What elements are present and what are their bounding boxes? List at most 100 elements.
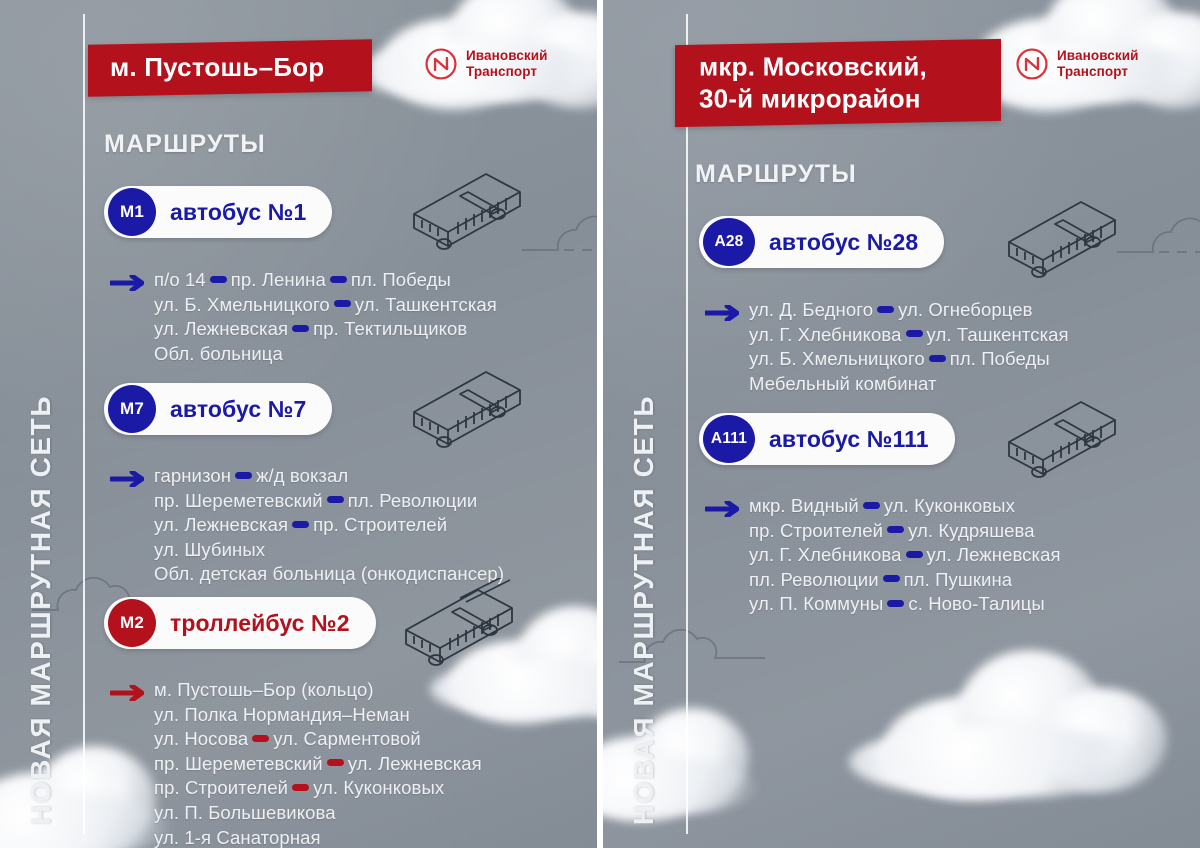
stop-name: пр. Шереметевский — [154, 489, 323, 511]
route-stops-m1: п/о 14 пр. Ленина пл. Победы ул. Б. Хмельни… — [108, 268, 497, 366]
route-pill-m7[interactable]: М7 автобус №7 — [104, 383, 333, 435]
route-pill-a28[interactable]: А28 автобус №28 — [699, 216, 945, 268]
stop-name: ул. Ташкентская — [926, 323, 1069, 345]
panel-title: м. Пустошь–Бор — [110, 52, 325, 83]
stop-name: пр. Строителей — [313, 514, 448, 536]
stop-name: ул. 1-я Санаторная — [154, 826, 321, 848]
stop-name: ул. Куконковых — [313, 777, 445, 799]
stop-name: ж/д вокзал — [256, 465, 349, 486]
brand-logo-text: Ивановский Транспорт — [1057, 48, 1139, 79]
panel-title-banner: мкр. Московский, 30-й микрорайон — [675, 38, 1001, 128]
stop-line: ул. Д. Бедного ул. Огнеборцев — [749, 298, 1069, 323]
route-stops-text-a28: ул. Д. Бедного ул. Огнеборцев ул. Г. Хлебн… — [749, 298, 1069, 396]
brand-logo-text: Ивановский Транспорт — [466, 48, 548, 79]
route-pill-m2[interactable]: М2 троллейбус №2 — [104, 597, 376, 649]
stop-name: м. Пустошь–Бор (кольцо) — [154, 679, 374, 700]
stop-separator-dash — [326, 496, 344, 504]
arrow-right-icon — [108, 683, 145, 706]
stop-name: ул. Б. Хмельницкого — [154, 293, 330, 315]
route-name-m2: троллейбус №2 — [170, 609, 350, 636]
route-badge-m1: М1 — [108, 188, 156, 236]
stop-name: пр. Шереметевский — [154, 752, 323, 774]
stop-separator-dash — [326, 759, 344, 767]
route-block-m1: М1 автобус №1 — [104, 186, 333, 238]
stop-separator-dash — [235, 471, 253, 479]
stop-line: ул. Г. Хлебникова ул. Лежневская — [749, 543, 1061, 568]
stop-line: ул. П. Большевикова — [154, 801, 482, 826]
stop-name: ул. Полка Нормандия–Неман — [154, 703, 410, 725]
stop-line: ул. Б. Хмельницкого пл. Победы — [749, 347, 1069, 372]
arrow-right-icon — [703, 303, 740, 326]
side-label-text: НОВАЯ МАРШРУТНАЯ СЕТЬ — [25, 394, 56, 826]
stop-name: Обл. детская больница (онкодиспансер) — [154, 563, 505, 585]
stop-name: ул. Куконковых — [883, 495, 1015, 516]
route-stops-a28: ул. Д. Бедного ул. Огнеборцев ул. Г. Хлебн… — [703, 298, 1069, 396]
route-pill-a111[interactable]: А111 автобус №111 — [699, 413, 955, 465]
stop-line: м. Пустошь–Бор (кольцо) — [154, 678, 482, 703]
side-label-text: НОВАЯ МАРШРУТНАЯ СЕТЬ — [628, 394, 659, 826]
stop-name: пл. Победы — [949, 348, 1050, 370]
stop-name: Обл. больница — [154, 342, 283, 364]
panel-title: мкр. Московский, 30-й микрорайон — [699, 51, 927, 114]
stop-name: ул. Огнеборцев — [898, 299, 1033, 320]
stop-name: пр. Тектильщиков — [313, 318, 468, 340]
panel-pustosh-bor: НОВАЯ МАРШРУТНАЯ СЕТЬ м. Пустошь–Бор Ива… — [0, 0, 597, 848]
stop-name: ул. Лежневская — [347, 752, 482, 774]
side-divider-line — [686, 14, 688, 834]
route-name-a111: автобус №111 — [769, 425, 929, 452]
stop-separator-dash — [887, 599, 905, 607]
routes-heading: МАРШРУТЫ — [104, 130, 266, 158]
route-name-a28: автобус №28 — [769, 228, 919, 255]
route-stops-text-m2: м. Пустошь–Бор (кольцо) ул. Полка Норманд… — [154, 678, 482, 848]
side-label-new-route-network: НОВАЯ МАРШРУТНАЯ СЕТЬ — [14, 26, 68, 825]
route-badge-a111: А111 — [703, 415, 755, 463]
stop-name: пр. Строителей — [749, 519, 884, 541]
stop-separator-dash — [292, 520, 310, 528]
stop-name: п/о 14 — [154, 269, 206, 290]
stop-name: ул. Лежневская — [926, 544, 1061, 566]
stop-name: ул. Сарментовой — [273, 728, 421, 750]
stop-name: ул. Г. Хлебникова — [749, 544, 902, 566]
route-badge-a28: А28 — [703, 218, 755, 266]
ivanovsky-transport-logo-icon — [1015, 47, 1049, 81]
stop-name: пл. Победы — [350, 269, 451, 290]
panel-moskovsky: НОВАЯ МАРШРУТНАЯ СЕТЬ мкр. Московский, 3… — [603, 0, 1200, 848]
stop-name: мкр. Видный — [749, 495, 859, 516]
stop-name: пр. Ленина — [230, 269, 326, 290]
stop-name: ул. Лежневская — [154, 514, 289, 536]
route-block-m2: М2 троллейбус №2 — [104, 597, 376, 649]
stop-separator-dash — [252, 734, 270, 742]
side-divider-line — [83, 14, 85, 834]
brand-logo: Ивановский Транспорт — [1015, 47, 1139, 81]
stop-separator-dash — [887, 526, 905, 534]
stop-name: ул. Лежневская — [154, 318, 289, 340]
stop-line: ул. Шубиных — [154, 538, 504, 563]
stop-line: пр. Шереметевский ул. Лежневская — [154, 752, 482, 777]
stop-name: ул. П. Большевикова — [154, 801, 336, 823]
stop-separator-dash — [329, 275, 347, 283]
route-name-m1: автобус №1 — [170, 198, 307, 225]
arrow-right-icon — [108, 273, 145, 296]
route-stops-m2: м. Пустошь–Бор (кольцо) ул. Полка Норманд… — [108, 678, 482, 848]
stop-name: ул. Д. Бедного — [749, 299, 874, 320]
stop-separator-dash — [928, 354, 946, 362]
stop-name: ул. Б. Хмельницкого — [749, 348, 925, 370]
ivanovsky-transport-logo-icon — [424, 47, 458, 81]
stop-line: ул. Лежневская пр. Строителей — [154, 513, 504, 538]
stop-name: гарнизон — [154, 465, 232, 486]
route-pill-m1[interactable]: М1 автобус №1 — [104, 186, 333, 238]
stop-line: мкр. Видный ул. Куконковых — [749, 494, 1061, 519]
stop-line: ул. Полка Нормандия–Неман — [154, 703, 482, 728]
stop-name: ул. Кудряшева — [908, 519, 1035, 541]
stop-separator-dash — [905, 550, 923, 558]
route-block-a111: А111 автобус №111 — [699, 413, 955, 465]
stop-line: ул. Лежневская пр. Тектильщиков — [154, 317, 497, 342]
stop-name: ул. Шубиных — [154, 538, 266, 560]
